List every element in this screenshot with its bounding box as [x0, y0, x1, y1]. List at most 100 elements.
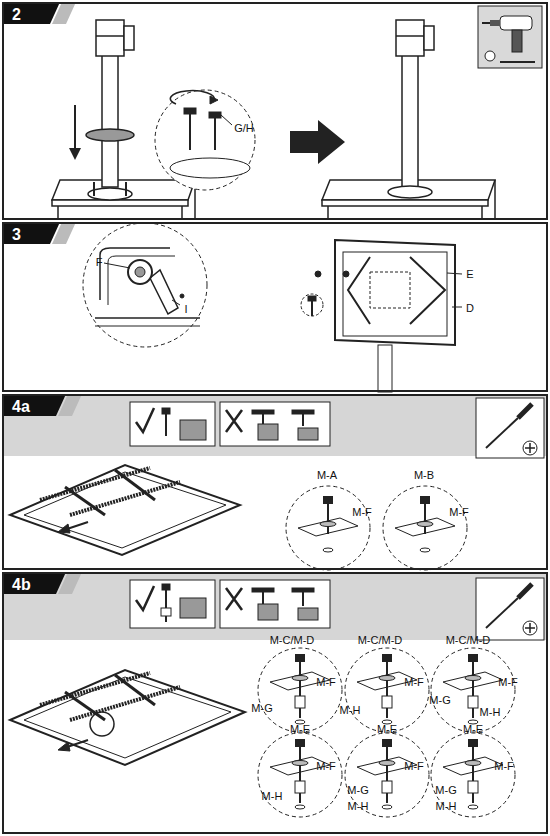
screwdriver-icon [476, 578, 544, 640]
part-label: G/H [234, 122, 254, 134]
pole-stand [102, 52, 118, 187]
tv-panel [10, 465, 240, 555]
drill-icon [478, 6, 542, 68]
part-label: M-G [347, 784, 368, 796]
detail-callout [383, 486, 467, 570]
tv-panel [115, 470, 155, 500]
detail-callout [286, 486, 370, 570]
screwdriver-icon [486, 418, 518, 448]
screw-detail [155, 90, 255, 190]
detail-callout [258, 648, 515, 817]
step-number: 3 [12, 225, 21, 245]
wrong-usage-box [302, 592, 304, 606]
screw-detail [170, 158, 250, 178]
part-label: M-B [414, 469, 434, 481]
mount-plate [452, 307, 462, 308]
nut-detail [95, 326, 200, 327]
detail-callout [345, 733, 429, 817]
part-label: M-F [404, 676, 424, 688]
mount-plate [378, 345, 392, 392]
screw-detail [214, 118, 216, 150]
pole-stand [124, 26, 134, 50]
screw-detail [189, 114, 191, 150]
step-tab [2, 222, 60, 244]
mount-plate [335, 240, 455, 345]
nut-detail [150, 270, 178, 314]
part-label: M-F [316, 676, 336, 688]
screwdriver-icon [525, 623, 535, 633]
part-label: M-H [348, 800, 369, 812]
screw-detail [209, 112, 221, 118]
wrong-usage-box [292, 410, 314, 414]
drill-icon [482, 22, 490, 24]
part-label: M-F [494, 760, 514, 772]
down-arrow [69, 105, 81, 160]
step-tab [2, 394, 66, 416]
correct-usage-box [165, 414, 167, 436]
step-tab [2, 2, 60, 24]
mount-plate [410, 257, 445, 324]
tv-panel [58, 524, 70, 533]
screwdriver-icon [476, 578, 544, 640]
step-tab [52, 222, 76, 244]
part-label: M-H [262, 790, 283, 802]
correct-usage-box [180, 598, 206, 618]
tv-panel [90, 712, 114, 736]
mount-plate [315, 271, 321, 277]
table [52, 200, 188, 206]
wrong-usage-box [258, 424, 278, 440]
wrong-usage-box [220, 402, 330, 446]
wrong-usage-box [220, 580, 330, 628]
correct-usage-box [130, 402, 215, 446]
detail-callout [286, 486, 467, 570]
wrong-usage-box [226, 410, 242, 432]
nut-detail [172, 300, 180, 305]
wrong-usage-box [220, 402, 330, 446]
table [494, 180, 496, 220]
correct-usage-box [130, 580, 215, 628]
step-tab [58, 572, 82, 594]
tv-panel [115, 675, 155, 705]
part-label: E [466, 268, 473, 280]
drill-icon [490, 20, 500, 26]
part-label: M-E [377, 723, 397, 735]
step-panel: 2 [2, 2, 548, 220]
drill-icon [478, 6, 542, 68]
nut-detail [83, 223, 207, 347]
part-label: M-H [436, 800, 457, 812]
step-tab [2, 2, 76, 24]
screw-detail [155, 90, 255, 190]
tv-panel [65, 487, 105, 515]
nut-detail [83, 223, 207, 347]
detail-callout [431, 648, 515, 732]
nut-detail [180, 294, 184, 298]
pole-stand [125, 182, 127, 196]
correct-usage-box [165, 590, 167, 622]
part-label: M-H [480, 706, 501, 718]
tv-panel [58, 742, 70, 751]
tv-panel [70, 482, 180, 515]
screw-detail [184, 108, 196, 114]
part-label: D [466, 302, 474, 314]
screwdriver-icon [518, 404, 532, 418]
down-arrow [74, 105, 76, 150]
step-tab [2, 572, 66, 594]
screw-detail [221, 115, 232, 125]
drill-icon [500, 16, 532, 30]
part-label: M-H [340, 704, 361, 716]
tv-panel [65, 692, 105, 720]
pole-stand [93, 182, 95, 196]
drill-icon [500, 61, 535, 63]
part-label: M-F [352, 506, 372, 518]
screwdriver-icon [476, 398, 544, 458]
mount-plate [370, 272, 410, 308]
part-label: M-E [290, 723, 310, 735]
step-tab [2, 222, 76, 244]
header-band [2, 394, 548, 456]
part-label: M-A [317, 469, 337, 481]
table [322, 180, 495, 220]
screwdriver-icon [525, 443, 535, 453]
tv-panel [10, 670, 245, 765]
